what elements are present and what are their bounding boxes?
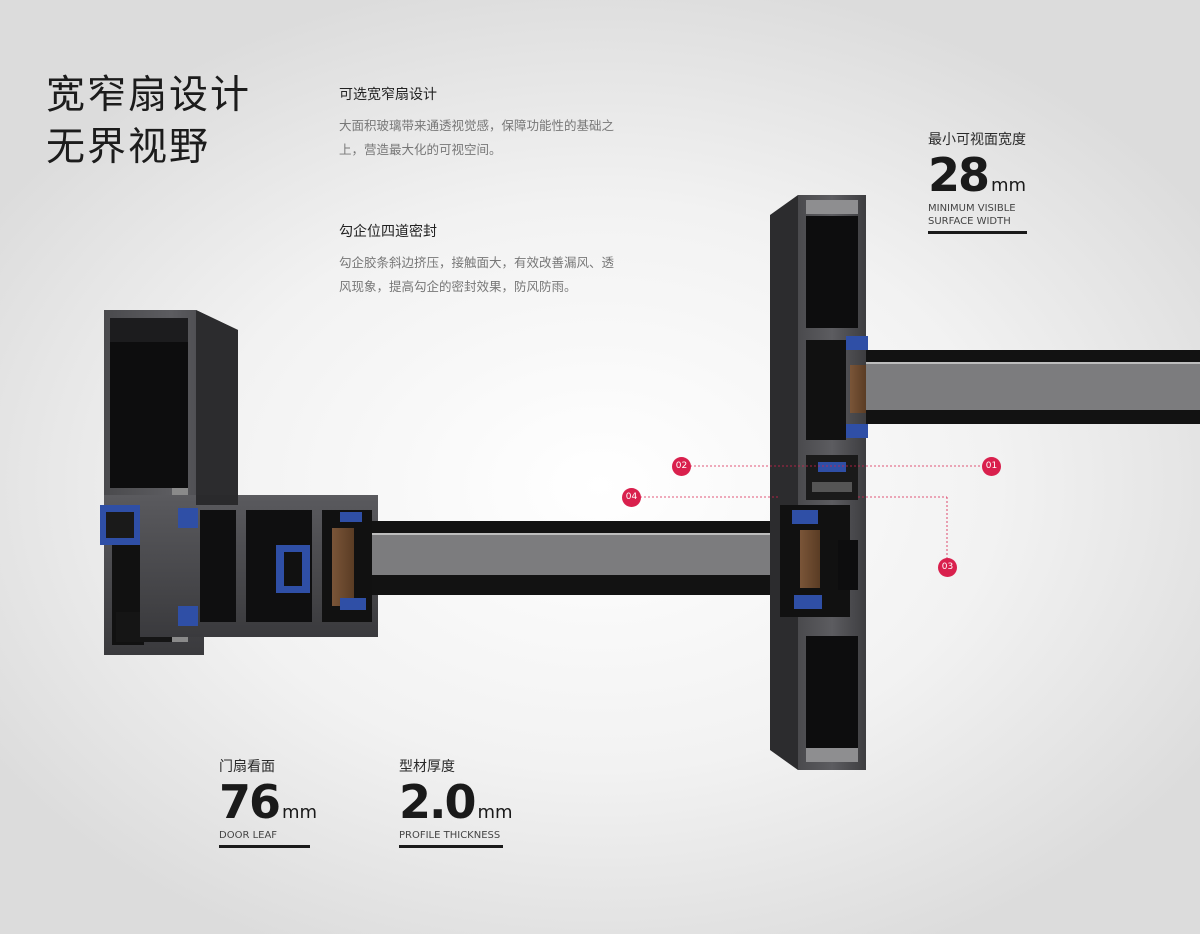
spec-label-en: PROFILE THICKNESS bbox=[399, 830, 501, 841]
right-glass-unit bbox=[866, 350, 1200, 424]
feature-title: 勾企位四道密封 bbox=[339, 224, 437, 240]
spec-value: 76 bbox=[219, 775, 281, 829]
callout-04: 04 bbox=[622, 488, 641, 507]
feature-narrow-sash: 可选宽窄扇设计 大面积玻璃带来通透视觉感，保障功能性的基础之上，营造最大化的可视… bbox=[339, 84, 614, 162]
spec-underline bbox=[928, 231, 1027, 234]
callout-02: 02 bbox=[672, 457, 691, 476]
spec-label-en: DOOR LEAF bbox=[219, 830, 278, 841]
feature-title: 可选宽窄扇设计 bbox=[339, 87, 437, 103]
spec-unit: mm bbox=[282, 802, 318, 823]
spec-underline bbox=[399, 845, 503, 848]
spec-value: 28 bbox=[928, 148, 990, 202]
spec-label-en-2: SURFACE WIDTH bbox=[928, 216, 1011, 227]
left-sash-profile bbox=[140, 495, 378, 637]
headline-line-2: 无界视野 bbox=[46, 125, 211, 170]
spec-label-cn: 门扇看面 bbox=[219, 759, 275, 775]
spec-underline bbox=[219, 845, 310, 848]
page-headline: 宽窄扇设计 无界视野 bbox=[46, 70, 251, 174]
headline-line-1: 宽窄扇设计 bbox=[46, 73, 252, 118]
middle-glass-unit bbox=[372, 521, 772, 595]
spec-label-cn: 最小可视面宽度 bbox=[928, 132, 1026, 148]
feature-seal: 勾企位四道密封 勾企胶条斜边挤压，接触面大，有效改善漏风、透风现象，提高勾企的密… bbox=[339, 221, 614, 299]
spec-label-cn: 型材厚度 bbox=[399, 759, 455, 775]
feature-body: 勾企胶条斜边挤压，接触面大，有效改善漏风、透风现象，提高勾企的密封效果，防风防雨… bbox=[339, 255, 615, 294]
callout-01: 01 bbox=[982, 457, 1001, 476]
callout-03: 03 bbox=[938, 558, 957, 577]
feature-body: 大面积玻璃带来通透视觉感，保障功能性的基础之上，营造最大化的可视空间。 bbox=[339, 118, 615, 157]
spec-unit: mm bbox=[991, 175, 1027, 196]
spec-value: 2.0 bbox=[399, 775, 476, 829]
callout-leaders bbox=[640, 465, 985, 560]
spec-unit: mm bbox=[477, 802, 513, 823]
right-frame-profile bbox=[770, 195, 868, 770]
spec-label-en-1: MINIMUM VISIBLE bbox=[928, 203, 1016, 214]
